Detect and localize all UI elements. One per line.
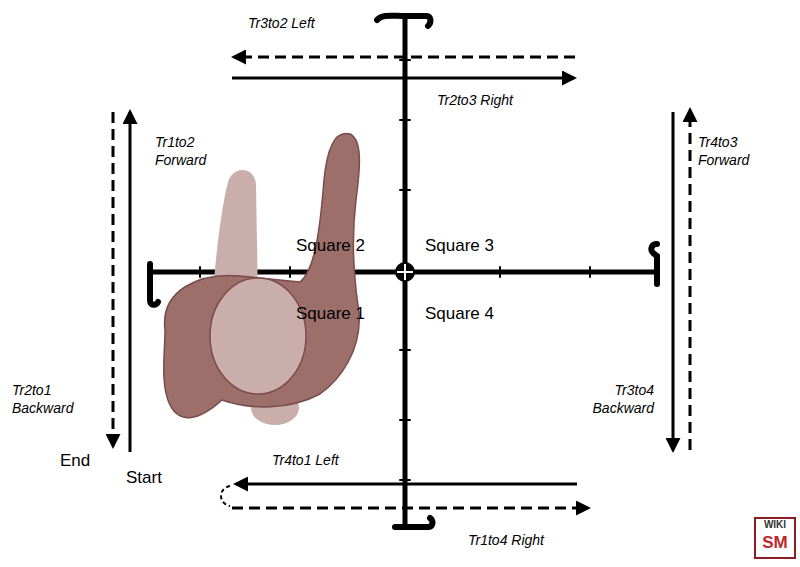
square-label: Square 1 — [296, 303, 365, 324]
watermark-frame — [755, 518, 795, 558]
cross-bars — [150, 16, 657, 527]
trial-label: Tr1to4 Right — [468, 532, 544, 550]
trial-label: Tr3to2 Left — [248, 15, 315, 33]
trial-arrows — [113, 57, 690, 508]
watermark-text: SM — [757, 532, 793, 553]
trial-label: Tr2to3 Right — [437, 92, 513, 110]
trial-label: Tr3to4 Backward — [578, 382, 654, 417]
person-figure — [164, 133, 360, 425]
end-label: End — [60, 450, 90, 471]
square-label: Square 3 — [425, 235, 494, 256]
square-label: Square 2 — [296, 235, 365, 256]
start-label: Start — [126, 467, 162, 488]
trial-label: Tr1to2 Forward — [155, 134, 219, 169]
cross-joint — [395, 262, 415, 282]
trial-label: Tr2to1 Backward — [12, 382, 86, 417]
trial-label: Tr4to3 Forward — [698, 134, 762, 169]
watermark-text: WIKI — [757, 519, 793, 532]
square-label: Square 4 — [425, 303, 494, 324]
trial-label: Tr4to1 Left — [272, 452, 339, 470]
